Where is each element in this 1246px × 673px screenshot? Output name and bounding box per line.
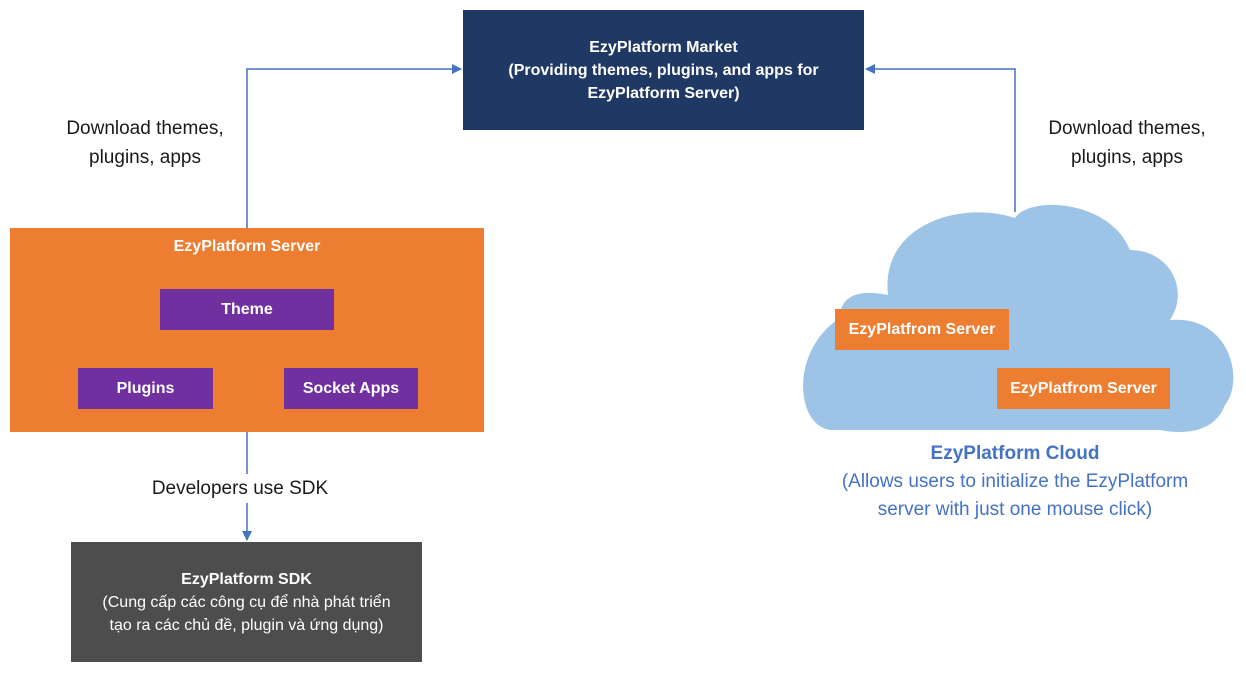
market-desc-line1: (Providing themes, plugins, and apps for [508, 61, 819, 79]
sdk-title: EzyPlatform SDK [181, 570, 312, 588]
theme-box: Theme [160, 289, 334, 330]
cloud-title: EzyPlatform Cloud [930, 443, 1100, 464]
cloud-server-2: EzyPlatfrom Server [997, 368, 1170, 409]
cloud-caption: EzyPlatform Cloud (Allows users to initi… [800, 440, 1230, 524]
right-download-line1: Download themes, [1048, 118, 1206, 139]
market-desc-line2: EzyPlatform Server) [587, 84, 740, 102]
socket-apps-box: Socket Apps [284, 368, 418, 409]
left-download-line1: Download themes, [66, 118, 224, 139]
sdk-use-label: Developers use SDK [120, 474, 360, 503]
arrow-cloud-to-market [865, 64, 1016, 212]
sdk-box: EzyPlatform SDK (Cung cấp các công cụ để… [71, 542, 422, 662]
market-box: EzyPlatform Market (Providing themes, pl… [463, 10, 864, 130]
market-title: EzyPlatform Market [589, 38, 738, 56]
sdk-desc-line1: (Cung cấp các công cụ để nhà phát triển [102, 593, 391, 611]
cloud-desc-line1: (Allows users to initialize the EzyPlatf… [841, 471, 1189, 492]
plugins-box: Plugins [78, 368, 213, 409]
sdk-desc-line2: tạo ra các chủ đề, plugin và ứng dụng) [109, 616, 384, 634]
server-title: EzyPlatform Server [173, 238, 321, 255]
left-download-label: Download themes, plugins, apps [40, 114, 250, 172]
arrow-server-to-market [246, 64, 462, 228]
cloud-desc-line2: server with just one mouse click) [877, 499, 1153, 520]
right-download-label: Download themes, plugins, apps [1022, 114, 1232, 172]
right-download-line2: plugins, apps [1071, 147, 1183, 168]
left-download-line2: plugins, apps [89, 147, 201, 168]
server-box: EzyPlatform Server Theme Plugins Socket … [10, 228, 484, 432]
cloud-server-1: EzyPlatfrom Server [835, 309, 1009, 350]
